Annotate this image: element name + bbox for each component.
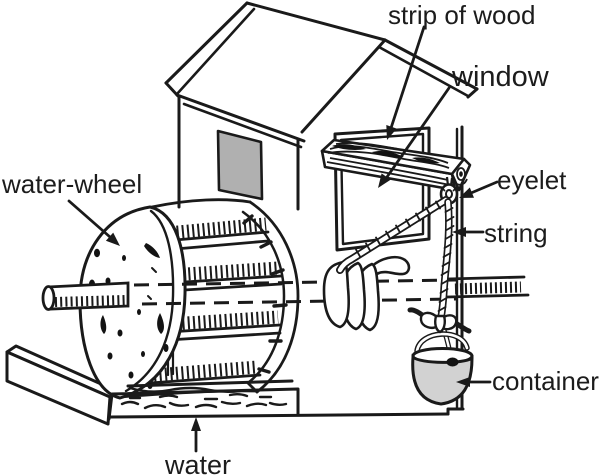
- ground-line: [108, 412, 450, 419]
- label-eyelet: eyelet: [497, 165, 567, 195]
- label-window: window: [451, 61, 550, 93]
- arrow-strip-of-wood: [389, 25, 426, 130]
- water-trough: [107, 379, 300, 421]
- arrow-eyelet: [469, 180, 499, 195]
- rope-twist-marks: [355, 200, 441, 258]
- string-twist-marks: [437, 207, 455, 312]
- axle-hidden-dashed: [133, 278, 457, 306]
- label-string: string: [484, 218, 548, 248]
- rear-rim: [241, 200, 300, 394]
- container-drawing: [411, 331, 474, 406]
- rope-coil: [322, 255, 411, 332]
- rope-diagonal: [336, 196, 450, 274]
- front-disc: [78, 205, 187, 400]
- arrow-window: [385, 86, 451, 179]
- disc-rim-inner: [124, 209, 175, 393]
- left-window-pane: [216, 129, 264, 201]
- water-wheel-drawing: [41, 198, 300, 400]
- wood-grain-dark: [332, 144, 463, 177]
- string-knot: [407, 307, 472, 334]
- right-window-frame: [333, 126, 431, 252]
- label-arrowheads: [105, 125, 474, 431]
- label-strip-of-wood: strip of wood: [388, 0, 535, 30]
- label-water-wheel: water-wheel: [1, 169, 142, 199]
- axle-left: [41, 281, 130, 311]
- arrow-water-wheel: [67, 199, 112, 239]
- container-string-hole: [446, 357, 459, 367]
- label-container: container: [492, 366, 599, 396]
- label-arrows: [67, 25, 499, 453]
- drum-top-edge: [150, 198, 252, 209]
- water-surface: [120, 386, 288, 410]
- label-water: water: [164, 450, 231, 475]
- roof: [164, 1, 479, 149]
- axle-outer-end: [445, 275, 530, 299]
- container-body: [411, 353, 474, 406]
